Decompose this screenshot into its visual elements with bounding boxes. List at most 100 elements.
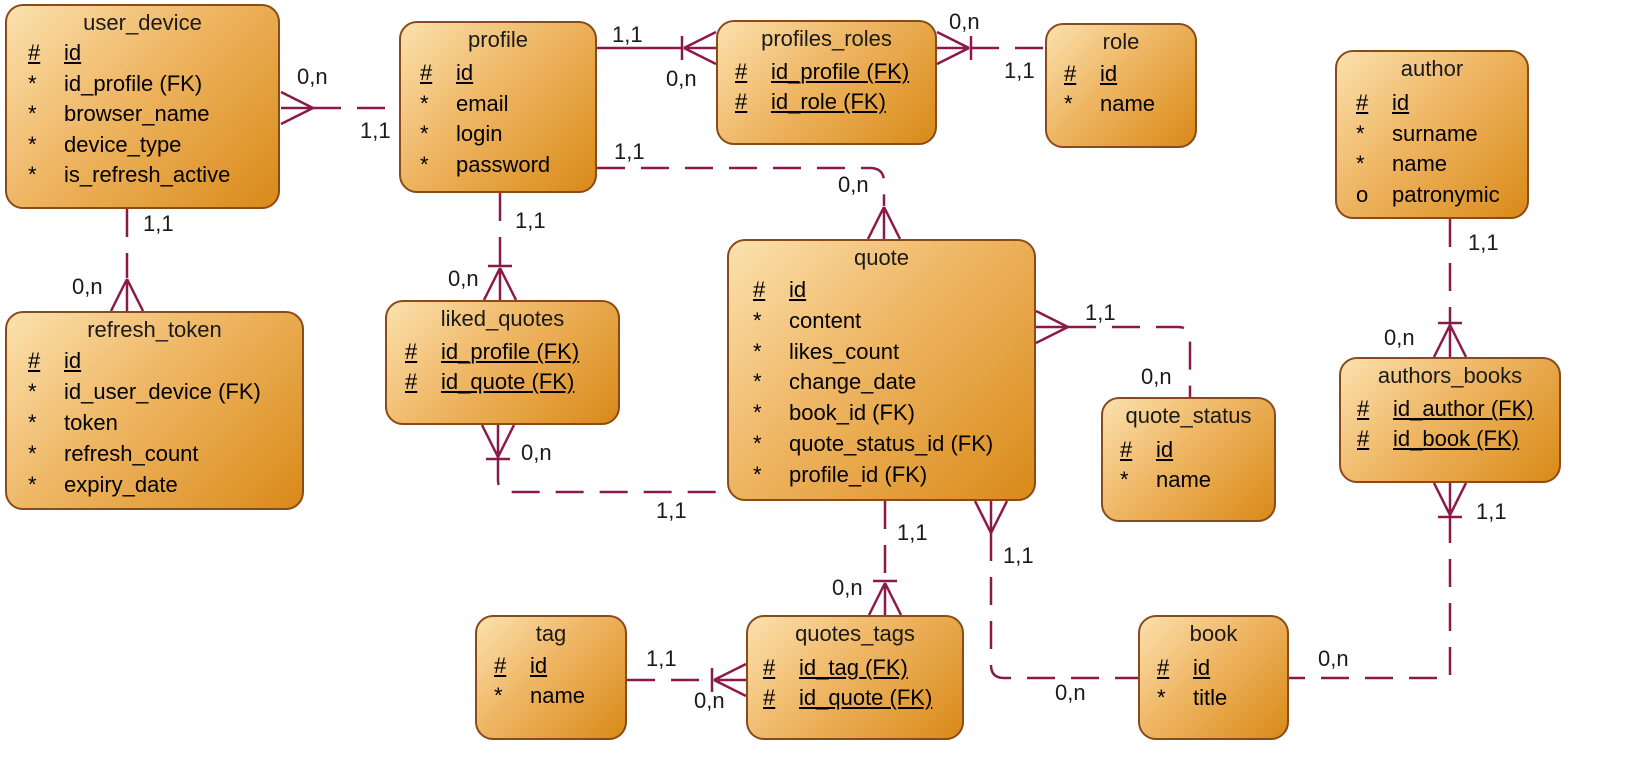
attribute-name: refresh_count bbox=[64, 441, 199, 466]
cardinality-label: 1,1 bbox=[612, 22, 643, 47]
entity-title: user_device bbox=[83, 10, 202, 35]
relationship-line bbox=[597, 166, 886, 206]
attribute-name: title bbox=[1193, 685, 1228, 710]
relationship-line bbox=[1068, 325, 1192, 397]
attribute-name: patronymic bbox=[1392, 182, 1500, 208]
cardinality-label: 1,1 bbox=[1468, 230, 1499, 255]
entity-title: liked_quotes bbox=[440, 306, 565, 331]
cardinality-label: 0,n bbox=[297, 64, 328, 89]
attribute-name: id_role (FK) bbox=[771, 89, 886, 114]
crows-foot bbox=[973, 500, 1009, 534]
attribute-name: quote_status_id (FK) bbox=[789, 431, 994, 456]
attribute-name: id_book (FK) bbox=[1393, 426, 1519, 451]
attribute-marker: * bbox=[1157, 685, 1166, 710]
crows-foot bbox=[109, 278, 145, 312]
attribute-marker: # bbox=[1157, 655, 1170, 680]
entity-title: book bbox=[1189, 621, 1238, 646]
crows-foot bbox=[1432, 324, 1468, 358]
entity-user-device: user_device bbox=[5, 4, 280, 209]
attribute-marker: * bbox=[28, 162, 37, 187]
attribute-marker: * bbox=[753, 307, 762, 333]
entity-authors-books: authors_books bbox=[1339, 357, 1561, 483]
crows-foot bbox=[280, 90, 314, 126]
attribute-marker: * bbox=[753, 461, 762, 487]
cardinality-label: 1,1 bbox=[143, 211, 174, 236]
attribute-marker: * bbox=[28, 472, 37, 497]
attribute-name: id bbox=[1193, 655, 1211, 680]
attribute-name: name bbox=[1100, 91, 1156, 116]
attribute-name: change_date bbox=[789, 369, 917, 395]
attribute-marker: * bbox=[1120, 467, 1129, 492]
attribute-marker: # bbox=[763, 655, 776, 680]
attribute-marker: * bbox=[753, 369, 762, 395]
crows-foot bbox=[713, 662, 747, 698]
cardinality-label: 1,1 bbox=[897, 520, 928, 545]
attribute-name: login bbox=[456, 121, 503, 146]
attribute-name: id bbox=[456, 60, 474, 85]
attribute-name: browser_name bbox=[64, 101, 210, 126]
attribute-marker: * bbox=[420, 121, 429, 146]
attribute-name: id bbox=[789, 277, 807, 302]
attribute-name: id_tag (FK) bbox=[799, 655, 908, 680]
attribute-marker: * bbox=[28, 131, 37, 157]
entity-title: profile bbox=[468, 27, 528, 52]
entity-title: refresh_token bbox=[87, 317, 222, 342]
attribute-marker: * bbox=[28, 379, 37, 404]
attribute-marker: * bbox=[420, 90, 429, 116]
cardinality-label: 1,1 bbox=[515, 208, 546, 233]
attribute-name: profile_id (FK) bbox=[789, 461, 928, 487]
attribute-name: book_id (FK) bbox=[789, 400, 915, 426]
cardinality-label: 1,1 bbox=[1003, 543, 1034, 568]
attribute-marker: * bbox=[420, 151, 429, 177]
entity-quotes-tags: quotes_tags bbox=[746, 615, 964, 740]
cardinality-label: 0,n bbox=[1318, 646, 1349, 671]
attribute-marker: # bbox=[28, 40, 41, 65]
entity-title: tag bbox=[535, 621, 567, 646]
cardinality-label: 1,1 bbox=[1004, 58, 1035, 83]
attribute-name: is_refresh_active bbox=[64, 162, 231, 187]
attribute-marker: # bbox=[494, 653, 507, 678]
attribute-marker: # bbox=[753, 277, 766, 302]
attribute-marker: # bbox=[1357, 396, 1370, 421]
attribute-name: id bbox=[1156, 437, 1174, 462]
entity-refresh-token: refresh_token bbox=[5, 311, 304, 510]
attribute-name: id bbox=[64, 40, 82, 65]
attribute-name: name bbox=[1392, 151, 1448, 177]
attribute-name: id bbox=[530, 653, 548, 678]
cardinality-label: 1,1 bbox=[360, 118, 391, 143]
cardinality-label: 1,1 bbox=[1085, 300, 1116, 325]
attribute-name: id_author (FK) bbox=[1393, 396, 1534, 421]
attribute-name: id_profile (FK) bbox=[441, 339, 580, 364]
cardinality-label: 1,1 bbox=[656, 498, 687, 523]
entity-title: author bbox=[1400, 56, 1464, 81]
cardinality-label: 0,n bbox=[694, 688, 725, 713]
attribute-marker: * bbox=[28, 410, 37, 435]
attribute-name: password bbox=[456, 151, 551, 177]
crows-foot bbox=[1035, 309, 1069, 345]
attribute-name: device_type bbox=[64, 131, 182, 157]
cardinality-label: 1,1 bbox=[614, 139, 645, 164]
crows-foot bbox=[683, 30, 717, 66]
crows-foot bbox=[866, 206, 902, 240]
attribute-name: id_profile (FK) bbox=[771, 59, 910, 84]
entity-title: profiles_roles bbox=[761, 26, 892, 51]
entity-title: quote bbox=[853, 245, 910, 270]
entity-title: quote_status bbox=[1125, 403, 1252, 428]
attribute-marker: * bbox=[28, 441, 37, 466]
cardinality-label: 0,n bbox=[949, 9, 980, 34]
relationship-line bbox=[1289, 515, 1452, 680]
attribute-marker: o bbox=[1356, 182, 1369, 208]
attribute-marker: # bbox=[735, 59, 748, 84]
entity-author: author bbox=[1335, 50, 1529, 219]
attribute-marker: * bbox=[753, 431, 762, 456]
attribute-marker: * bbox=[28, 70, 37, 96]
cardinality-label: 0,n bbox=[1055, 680, 1086, 705]
entity-quote: quote bbox=[727, 239, 1036, 501]
crows-foot bbox=[1432, 482, 1468, 516]
attribute-name: content bbox=[789, 307, 862, 333]
attribute-marker: * bbox=[1356, 120, 1365, 146]
attribute-name: likes_count bbox=[789, 338, 900, 364]
cardinality-label: 0,n bbox=[448, 266, 479, 291]
entity-title: role bbox=[1102, 29, 1140, 54]
